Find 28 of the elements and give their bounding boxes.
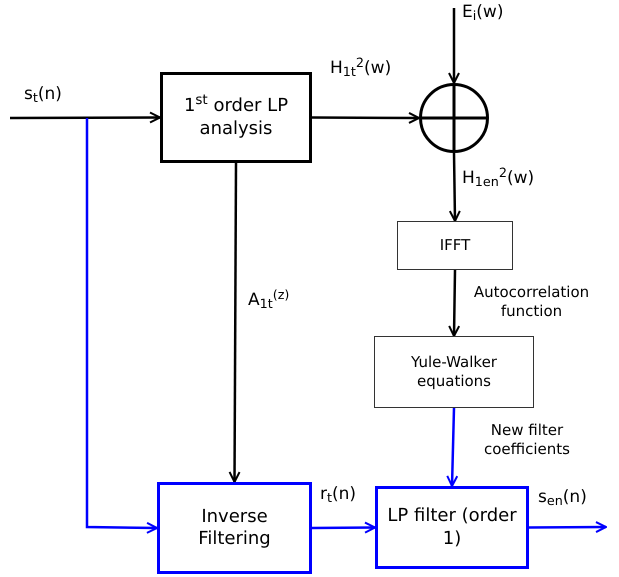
box-label: IFFT (438, 236, 472, 255)
arrow (448, 270, 460, 337)
box-label: Yule-Walker equations (410, 353, 498, 391)
arrow (448, 152, 461, 222)
arrow (86, 118, 158, 534)
arrow (446, 408, 458, 487)
edge-label: s$_{en}$(n) (538, 487, 588, 508)
arrow (228, 163, 241, 483)
process-box (375, 486, 529, 569)
edge-label: E$_{i}$(w) (462, 2, 504, 24)
arrow (312, 112, 420, 124)
process-box (160, 72, 312, 163)
edge-label: Autocorrelation function (472, 283, 590, 320)
edge-label: r$_{t}$(n) (320, 484, 358, 506)
box-label: 1$^{st}$ order LP analysis (182, 95, 290, 140)
arrow (448, 8, 460, 84)
process-box (374, 336, 534, 408)
edge-label: H$_{1t}$$^{2}$(w) (330, 58, 392, 80)
process-box (397, 221, 513, 270)
edge-label: New filter coefficients (482, 421, 571, 458)
box-label: Inverse Filtering (197, 506, 272, 550)
edge-label: H$_{1en}$$^{2}$(w) (462, 168, 536, 190)
arrow (10, 112, 161, 124)
box-label: LP filter (order 1) (386, 505, 518, 550)
arrow (312, 522, 376, 534)
arrow (529, 521, 607, 534)
process-box (157, 482, 312, 574)
edge-label: s$_{t}$(n) (24, 84, 63, 106)
